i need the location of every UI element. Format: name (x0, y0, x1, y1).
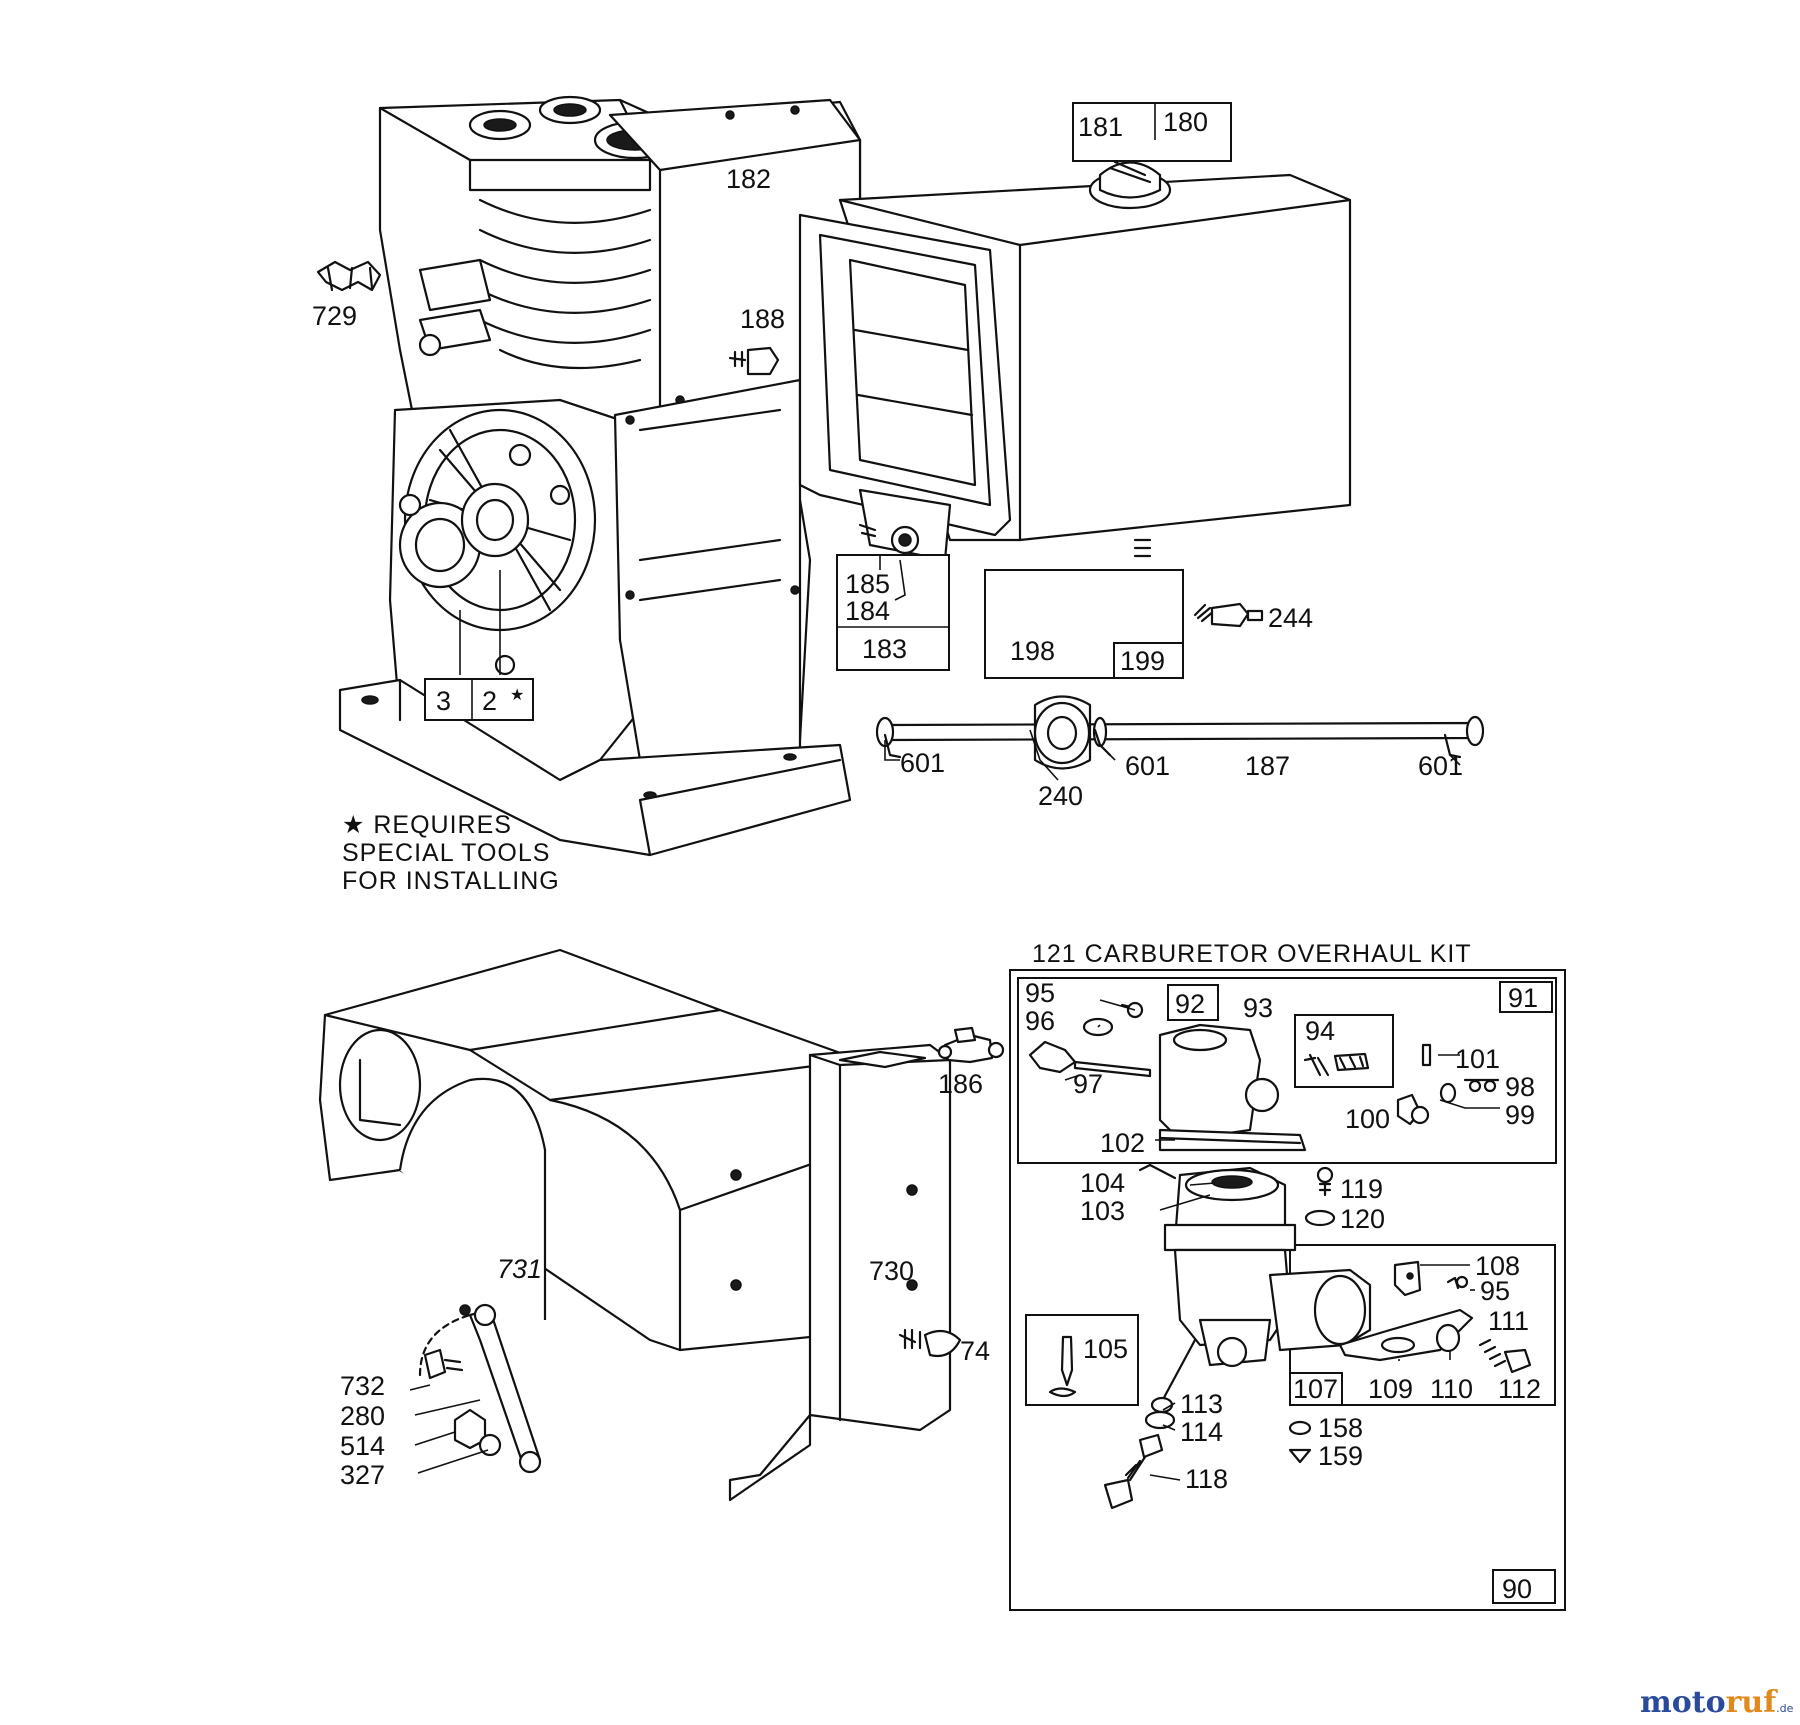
label-103: 103 (1080, 1196, 1125, 1226)
label-732: 732 (340, 1371, 385, 1401)
label-90: 90 (1502, 1574, 1532, 1604)
label-601-middle: 601 (1125, 751, 1170, 781)
part-labels: 729 182 181 180 188 185 184 183 198 199 … (312, 107, 1541, 1604)
clip-729-drawing (316, 260, 382, 292)
label-158: 158 (1318, 1413, 1363, 1443)
label-119: 119 (1340, 1174, 1383, 1204)
label-93: 93 (1243, 993, 1273, 1023)
label-102: 102 (1100, 1128, 1145, 1158)
label-95-lower: 95 (1480, 1276, 1510, 1306)
label-244: 244 (1268, 603, 1313, 633)
label-111: 111 (1488, 1306, 1529, 1336)
label-729: 729 (312, 301, 357, 331)
label-240: 240 (1038, 781, 1083, 811)
label-180: 180 (1163, 107, 1208, 137)
installation-note: ★ REQUIRES SPECIAL TOOLS FOR INSTALLING (342, 811, 560, 895)
label-327: 327 (340, 1460, 385, 1490)
elbow-186-drawing (937, 1026, 1005, 1064)
label-108: 108 (1475, 1251, 1520, 1281)
label-91: 91 (1508, 983, 1538, 1013)
label-730: 730 (869, 1256, 914, 1286)
label-181: 181 (1078, 112, 1123, 142)
label-185: 185 (845, 569, 890, 599)
screw-74-drawing (898, 1328, 962, 1358)
note-line-1: ★ REQUIRES (342, 811, 512, 839)
label-107: 107 (1293, 1374, 1338, 1404)
watermark-text: motoruf.de (1640, 1685, 1794, 1720)
label-101: 101 (1455, 1044, 1500, 1074)
label-100: 100 (1345, 1104, 1390, 1134)
label-104: 104 (1080, 1168, 1125, 1198)
label-114: 114 (1180, 1417, 1223, 1447)
label-199: 199 (1120, 646, 1165, 676)
air-cleaner-drawing (798, 213, 1012, 562)
label-boxes (424, 102, 1232, 721)
label-183: 183 (862, 634, 907, 664)
fuel-line-drawing (875, 695, 1485, 770)
label-96: 96 (1025, 1006, 1055, 1036)
bolt-188-drawing (728, 346, 780, 376)
label-601-right: 601 (1418, 751, 1463, 781)
label-92: 92 (1175, 989, 1205, 1019)
star-icon: ★ (510, 687, 524, 704)
watermark-logo: motoruf.de (1640, 1685, 1794, 1720)
carburetor-kit-title: 121 CARBURETOR OVERHAUL KIT (1032, 940, 1472, 968)
label-3: 3 (436, 686, 451, 716)
label-110: 110 (1430, 1374, 1473, 1404)
note-line-3: FOR INSTALLING (342, 867, 560, 895)
label-95-top: 95 (1025, 978, 1055, 1008)
bracket-730-drawing (728, 1043, 952, 1502)
label-601-left: 601 (900, 748, 945, 778)
label-280: 280 (340, 1401, 385, 1431)
label-97: 97 (1073, 1069, 1103, 1099)
label-186: 186 (938, 1069, 983, 1099)
label-188: 188 (740, 304, 785, 334)
label-120: 120 (1340, 1204, 1385, 1234)
note-line-2: SPECIAL TOOLS (342, 839, 550, 867)
label-182: 182 (726, 164, 771, 194)
label-94: 94 (1305, 1016, 1335, 1046)
label-99: 99 (1505, 1100, 1535, 1130)
leader-lines (409, 555, 1500, 1481)
engine-block-drawing (338, 95, 862, 857)
label-74: 74 (960, 1336, 990, 1366)
label-731: 731 (497, 1254, 542, 1284)
label-113: 113 (1180, 1389, 1223, 1419)
label-112: 112 (1498, 1374, 1541, 1404)
label-184: 184 (845, 596, 890, 626)
label-514: 514 (340, 1431, 385, 1461)
label-109: 109 (1368, 1374, 1413, 1404)
blower-housing-drawing (318, 948, 882, 1352)
label-2: 2 (482, 686, 497, 716)
label-187: 187 (1245, 751, 1290, 781)
governor-link-drawing (418, 1303, 542, 1474)
label-198: 198 (1010, 636, 1055, 666)
label-159: 159 (1318, 1441, 1363, 1471)
label-105: 105 (1083, 1334, 1128, 1364)
label-98: 98 (1505, 1072, 1535, 1102)
carburetor-kit-drawing (1009, 969, 1566, 1611)
label-118: 118 (1185, 1464, 1228, 1494)
